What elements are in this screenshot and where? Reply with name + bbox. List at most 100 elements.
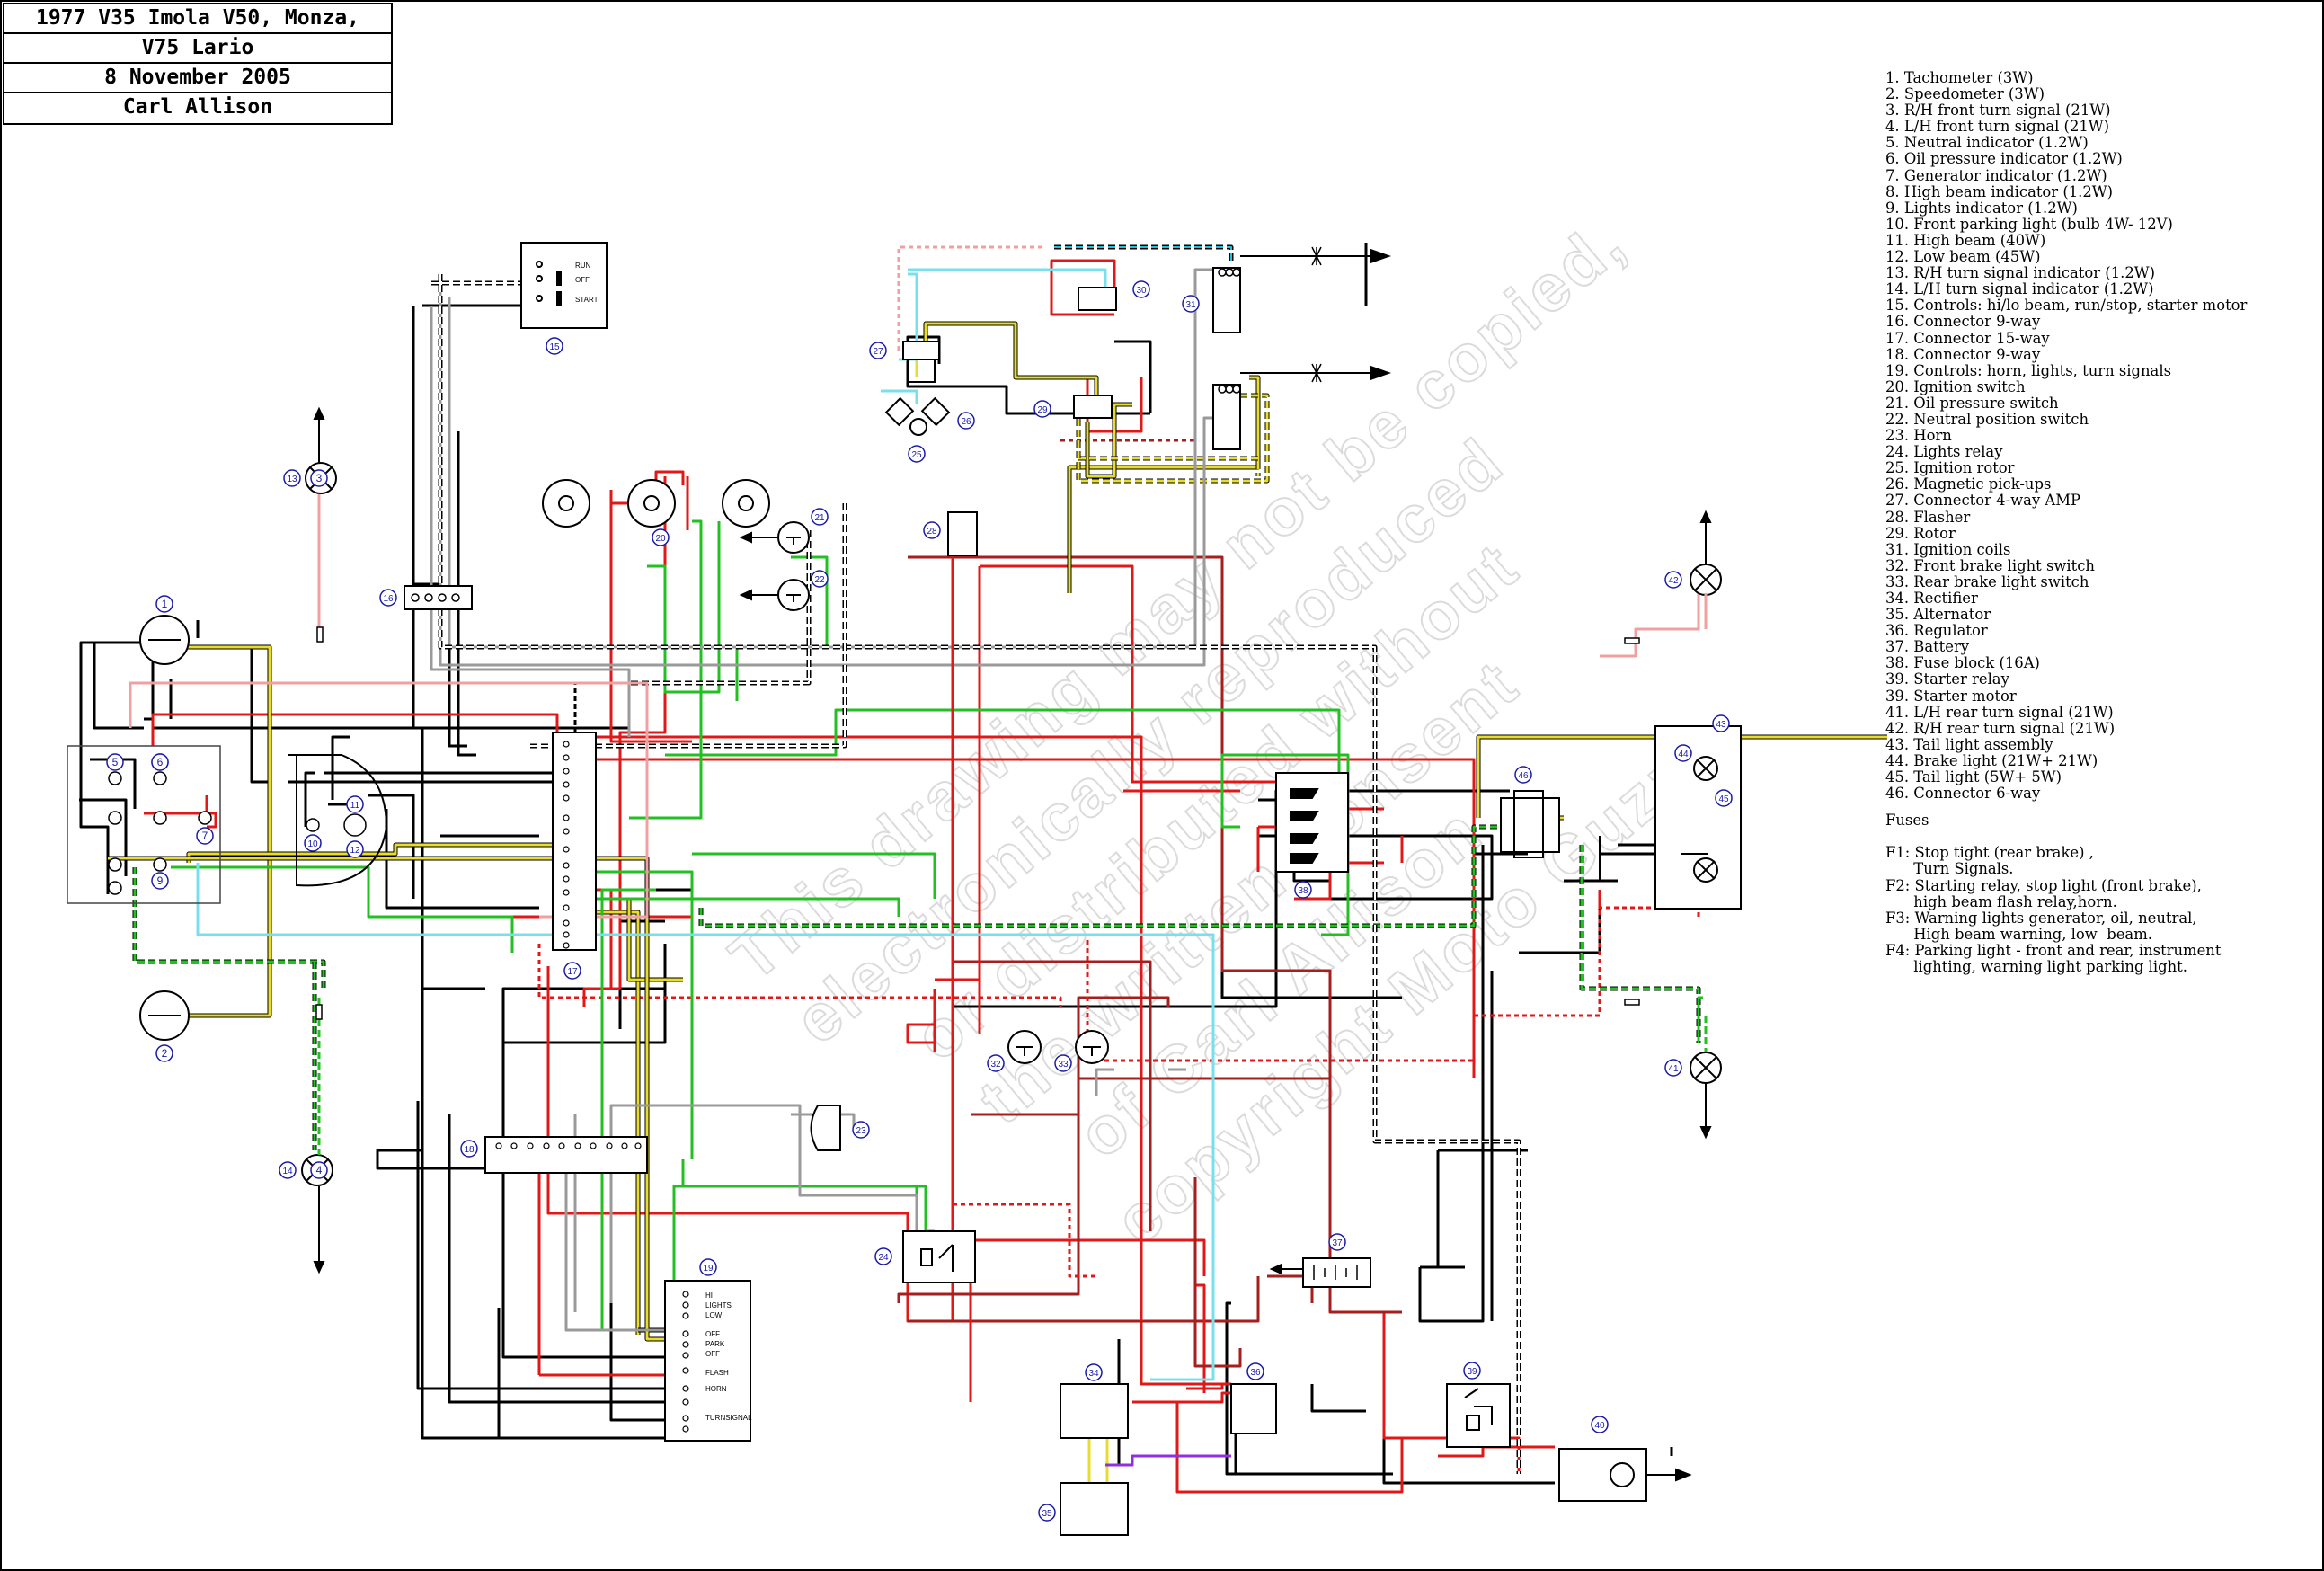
legend-item: 13. R/H turn signal indicator (1.2W) [1885, 264, 2156, 282]
component-number: 35 [1042, 1509, 1052, 1519]
horn [810, 1105, 841, 1151]
switch-19-flash: FLASH [705, 1369, 729, 1377]
component-number: 16 [383, 594, 394, 604]
component-number-badge [1054, 1054, 1072, 1072]
tail-light-bulb-upper [1693, 756, 1718, 781]
component-number: 10 [307, 839, 318, 849]
ignition-coil-upper [1212, 267, 1241, 333]
rotor [1073, 395, 1113, 419]
component-number: 23 [856, 1126, 866, 1136]
legend-item: 8. High beam indicator (1.2W) [1885, 182, 2114, 200]
switch-19-low: LOW [705, 1311, 723, 1319]
connector-9-way-18 [484, 1136, 648, 1174]
rotor-30-box [1078, 287, 1117, 311]
spark-plug-lower [1308, 363, 1326, 383]
fuse-line: lighting, warning light parking light. [1885, 957, 2187, 975]
legend-item: 38. Fuse block (16A) [1885, 654, 2040, 672]
legend-item: 9. Lights indicator (1.2W) [1885, 199, 2078, 217]
legend-item: 46. Connector 6-way [1885, 785, 2041, 803]
component-number: 19 [703, 1264, 714, 1274]
alternator [1060, 1482, 1129, 1536]
fuses-title: Fuses [1885, 812, 1929, 830]
svg-text:RUN: RUN [575, 262, 591, 270]
component-number: 14 [282, 1167, 293, 1176]
legend-item: 1. Tachometer (3W) [1885, 69, 2034, 86]
legend-item: 4. L/H front turn signal (21W) [1885, 118, 2110, 136]
component-number-badge [1664, 571, 1682, 589]
component-number-badge [279, 1161, 297, 1179]
component-number: 20 [655, 534, 666, 544]
component-number: 17 [567, 967, 578, 977]
tail-light-bulb-lower [1693, 857, 1718, 883]
legend-item: 43. Tail light assembly [1885, 735, 2053, 753]
component-number-badge [852, 1121, 870, 1139]
legend-item: 39. Starter relay [1885, 670, 2009, 688]
component-number: 9 [157, 874, 164, 887]
ignition-rotor [909, 418, 927, 436]
component-number: 39 [1467, 1367, 1477, 1377]
component-number: 42 [1668, 576, 1679, 586]
component-number-badge [196, 827, 214, 845]
legend-item: 10. Front parking light (bulb 4W- 12V) [1885, 215, 2173, 233]
component-number: 3 [316, 472, 323, 484]
component-number: 18 [464, 1145, 475, 1155]
component-number-badge [546, 337, 563, 355]
components: RUN OFF START HI LIGHTS LOW OFF PARK [67, 242, 1742, 1536]
component-number: 44 [1678, 750, 1689, 759]
switch-19-off: OFF [705, 1330, 720, 1338]
component-number: 25 [911, 450, 922, 460]
component-number-badge [379, 589, 397, 607]
component-number-badge [869, 342, 887, 359]
component-number-badge [1514, 766, 1532, 784]
switch-15-start: START [536, 291, 599, 306]
component-number-badge [1591, 1416, 1609, 1433]
component-number-badge [106, 753, 124, 771]
component-number-badge [1033, 400, 1051, 418]
fuse-line: F3: Warning lights generator, oil, neutr… [1885, 909, 2197, 927]
component-number: 37 [1332, 1238, 1343, 1248]
legend-item: 16. Connector 9-way [1885, 313, 2041, 331]
component-number-badge [563, 962, 581, 980]
ignition-switch-variant-b [722, 479, 770, 528]
switch-19-horn: HORN [705, 1385, 727, 1393]
component-number: 33 [1058, 1060, 1069, 1070]
component-number: 45 [1718, 794, 1729, 804]
title-line-4: Carl Allison [122, 95, 273, 119]
legend-item: 11. High beam (40W) [1885, 231, 2046, 249]
component-number-badge [155, 595, 173, 613]
neutral-position-switch [777, 579, 810, 611]
legend-item: 35. Alternator [1885, 606, 1991, 624]
tail-light-assembly [1654, 725, 1742, 910]
legend-item: 5. Neutral indicator (1.2W) [1885, 134, 2089, 152]
legend-item: 6. Oil pressure indicator (1.2W) [1885, 150, 2123, 168]
component-number: 41 [1668, 1064, 1679, 1074]
legend-item: 29. Rotor [1885, 524, 1956, 542]
legend-item: 32. Front brake light switch [1885, 556, 2095, 574]
component-number: 40 [1594, 1421, 1605, 1431]
component-number-badge [151, 872, 169, 890]
rear-brake-light-switch [1075, 1030, 1109, 1064]
component-number-badge [155, 1044, 173, 1062]
fuse-line: High beam warning, low beam. [1885, 925, 2152, 943]
legend-list: 1. Tachometer (3W)2. Speedometer (3W)3. … [1885, 69, 2317, 803]
title-block: 1977 V35 Imola V50, Monza, V75 Lario 8 N… [3, 3, 393, 125]
component-number-badge [1328, 1233, 1346, 1251]
component-number-badge [987, 1054, 1005, 1072]
legend-item: 31. Ignition coils [1885, 540, 2011, 558]
component-number: 13 [287, 475, 297, 484]
legend-item: 27. Connector 4-way AMP [1885, 492, 2081, 510]
component-number-badge [1664, 1059, 1682, 1077]
component-number-badge [346, 840, 364, 858]
lights-relay [902, 1230, 976, 1283]
legend-item: 42. R/H rear turn signal (21W) [1885, 719, 2116, 737]
component-number: 46 [1518, 771, 1529, 781]
component-number: 36 [1250, 1368, 1261, 1378]
component-number-badge [346, 795, 364, 813]
component-number-badge [652, 528, 670, 546]
legend-item: 18. Connector 9-way [1885, 345, 2041, 363]
magnetic-pickup-a [884, 396, 915, 427]
flasher [947, 511, 978, 556]
watermark: This drawing may not be copied, electron… [715, 202, 1724, 1259]
legend-item: 39. Starter motor [1885, 687, 2017, 705]
